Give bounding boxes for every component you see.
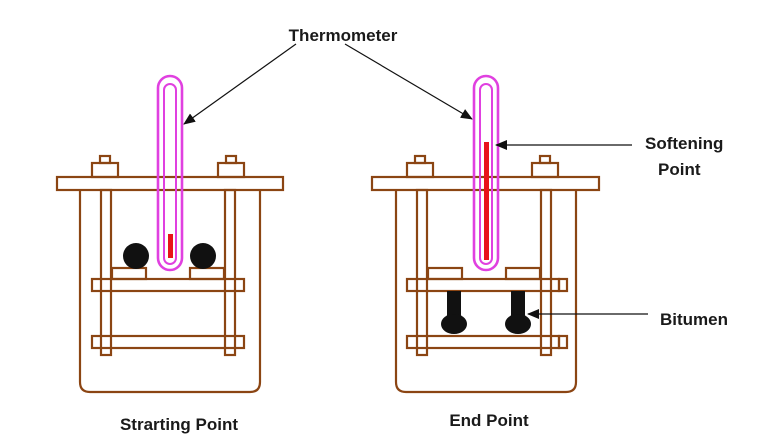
end-point-apparatus	[370, 154, 601, 394]
beaker-left	[78, 190, 262, 394]
ring-plate-right	[405, 277, 561, 293]
thermometer-label: Thermometer	[289, 26, 398, 45]
thermometer-left	[156, 74, 184, 272]
end-point-caption: End Point	[449, 411, 529, 430]
arrow-thermometer-left	[183, 43, 297, 125]
softening-point-label-line2: Point	[658, 160, 701, 179]
rod-left-1	[99, 188, 113, 357]
nut-right-1	[405, 161, 435, 179]
starting-point-caption: Strarting Point	[120, 415, 238, 434]
leader-arrows	[183, 43, 648, 319]
top-plate-left	[55, 175, 285, 192]
bitumen-drops-end	[441, 291, 531, 334]
rod-right-2	[539, 188, 553, 357]
bottom-plate-right	[405, 334, 561, 350]
nut-right-2	[530, 161, 560, 179]
mercury-column-right	[484, 142, 489, 260]
thermometer-right	[472, 74, 500, 272]
bitumen-balls-start	[123, 243, 216, 269]
starting-point-apparatus	[55, 154, 285, 394]
rod-left-2	[223, 188, 237, 357]
nut-left-2	[216, 161, 246, 179]
rod-right-1	[415, 188, 429, 357]
nut-left-1	[90, 161, 120, 179]
bitumen-ball-left-2	[190, 243, 216, 269]
bitumen-label: Bitumen	[660, 310, 728, 329]
arrow-thermometer-right	[344, 43, 473, 120]
bitumen-ball-left-1	[123, 243, 149, 269]
softening-point-label-line1: Softening	[645, 134, 723, 153]
bottom-plate-left	[90, 334, 246, 350]
ring-plate-left	[90, 277, 246, 293]
beaker-right	[394, 190, 578, 394]
mercury-column-left	[168, 234, 173, 258]
